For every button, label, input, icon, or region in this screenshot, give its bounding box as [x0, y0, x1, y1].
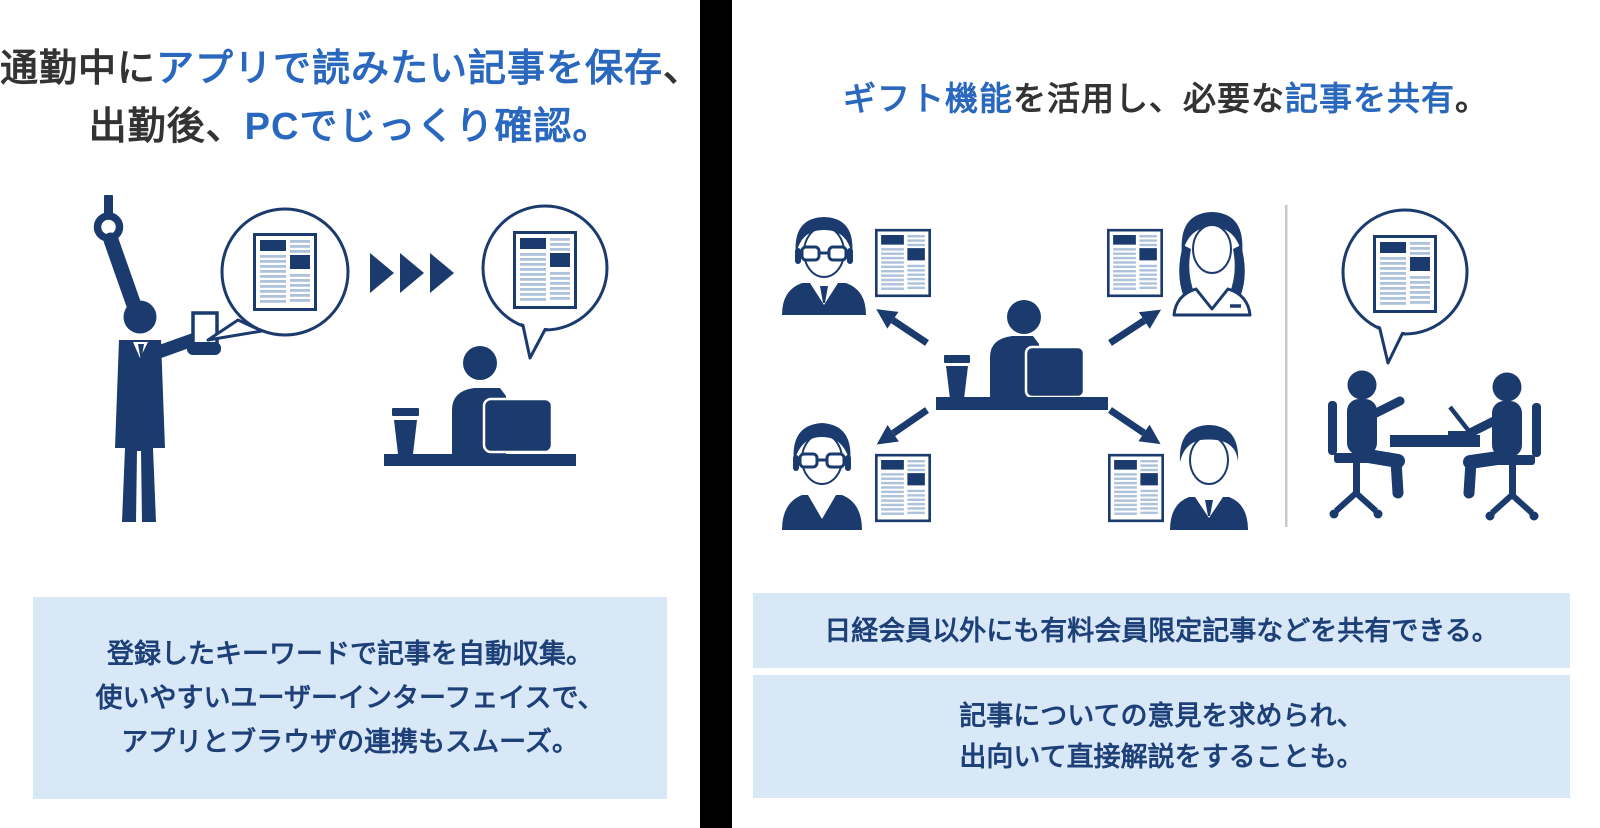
title-segment: を活用し、必要な: [1013, 80, 1285, 117]
speech-bubble-article-icon: [481, 204, 609, 360]
speech-bubble-article-icon: [1341, 208, 1469, 365]
glasses-icon: [798, 452, 846, 469]
desk: [936, 397, 1108, 410]
article-icon: [512, 231, 578, 309]
right-caption-box-2: 記事についての意見を求められ、 出向いて直接解説をすることも。: [753, 675, 1570, 798]
title-segment: 。: [1455, 80, 1489, 117]
title-segment: 記事を共有: [1285, 80, 1455, 117]
man-suit-avatar-icon: [1170, 425, 1248, 530]
share-arrow-icon: [1108, 407, 1161, 445]
scene-divider-line: [1285, 205, 1288, 527]
left-title-line1: 通勤中にアプリで読みたい記事を保存、: [0, 40, 703, 98]
share-arrow-icon: [876, 407, 929, 445]
man-glasses-avatar-icon: [782, 217, 866, 315]
article-icon: [875, 453, 931, 523]
meeting-at-table-icon: [1328, 370, 1541, 521]
coffee-cup-icon: [392, 408, 419, 454]
left-title-line2: 出勤後、PCでじっくり確認。: [0, 98, 700, 156]
right-caption-box-1: 日経会員以外にも有料会員限定記事などを共有できる。: [753, 593, 1570, 668]
title-segment: 出勤後、: [88, 106, 245, 148]
coffee-cup-icon: [944, 355, 970, 399]
triple-chevron-arrow-icon: [370, 253, 454, 293]
desk: [384, 454, 576, 466]
share-arrow-icon: [1108, 309, 1162, 346]
article-icon: [1107, 228, 1163, 298]
caption-line: アプリとブラウザの連携もスムーズ。: [121, 727, 579, 757]
caption-line: 出向いて直接解説をすることも。: [959, 741, 1364, 772]
caption-line: 記事についての意見を求められ、: [959, 700, 1364, 731]
meeting-table: [1390, 435, 1480, 447]
title-segment: PCでじっくり確認。: [244, 106, 612, 148]
share-arrow-icon: [876, 309, 929, 346]
article-icon: [1372, 235, 1438, 313]
train-strap-icon: [104, 195, 113, 215]
woman-avatar-icon: [1172, 212, 1252, 317]
title-segment: 通勤中に: [0, 48, 157, 90]
article-icon: [252, 233, 318, 311]
panel-divider-bar: [700, 0, 732, 828]
article-icon: [1108, 453, 1164, 523]
commuter-holding-phone-icon: [93, 195, 221, 522]
title-segment: 、: [663, 48, 703, 90]
title-segment: ギフト機能: [843, 80, 1013, 117]
article-icon: [875, 228, 931, 298]
right-illustration: [782, 205, 1541, 530]
speech-bubble-article-icon: [206, 207, 350, 342]
caption-line: 登録したキーワードで記事を自動収集。: [107, 639, 593, 669]
left-illustration: [93, 195, 609, 522]
glasses-icon: [800, 245, 848, 262]
right-panel-title: ギフト機能を活用し、必要な記事を共有。: [732, 78, 1600, 120]
man-vneck-glasses-avatar-icon: [782, 423, 862, 530]
caption-line: 使いやすいユーザーインターフェイスで、: [95, 683, 605, 713]
caption-line: 日経会員以外にも有料会員限定記事などを共有できる。: [824, 615, 1499, 646]
sharer-at-desk-laptop-icon: [936, 300, 1108, 410]
worker-at-desk-laptop-icon: [384, 346, 576, 466]
title-segment: アプリで読みたい記事を保存: [156, 48, 664, 90]
left-caption-box: 登録したキーワードで記事を自動収集。 使いやすいユーザーインターフェイスで、 ア…: [33, 597, 667, 799]
left-panel-title: 通勤中にアプリで読みたい記事を保存、 出勤後、PCでじっくり確認。: [0, 40, 703, 156]
